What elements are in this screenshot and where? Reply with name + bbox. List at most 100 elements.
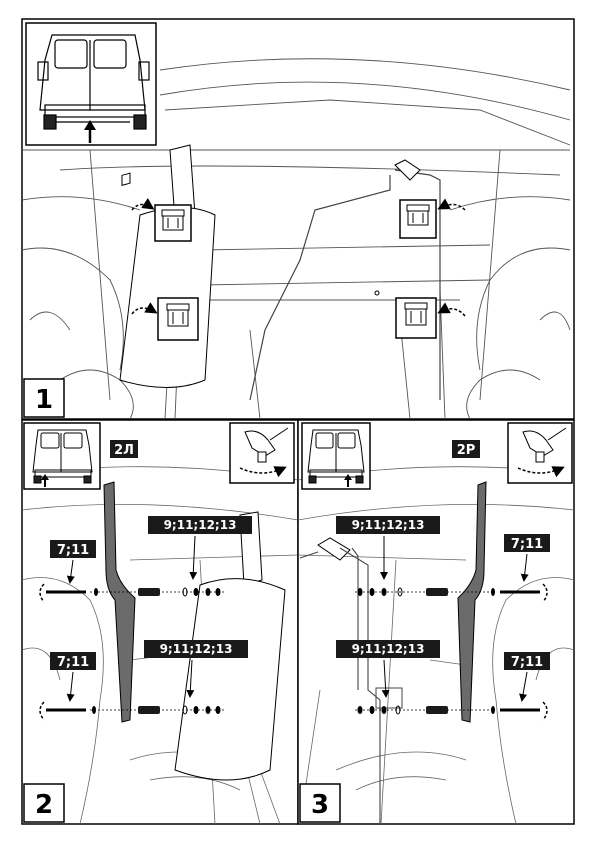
- leader-line: [520, 553, 529, 582]
- car-rear-inset: [23, 422, 101, 490]
- clip-icon: [161, 209, 185, 231]
- bracket-right: [457, 481, 487, 723]
- part-label-2p: 2P: [457, 443, 476, 458]
- fastener-label-upper: 9;11;12;13: [164, 518, 237, 532]
- spacer: [138, 706, 160, 714]
- spacer: [426, 706, 448, 714]
- lower-bolt-assembly: 7;11 9;11;12;13: [336, 640, 550, 721]
- bolt-label-upper: 7;11: [511, 537, 543, 552]
- panel-1: 1: [21, 18, 575, 420]
- car-rear-icon: [37, 34, 150, 130]
- clip-bottom-right: [395, 297, 466, 339]
- car-rear-icon: [307, 429, 365, 484]
- clip-top-left: [121, 172, 192, 242]
- step-number-3: 3: [311, 790, 329, 820]
- leader-line: [66, 559, 75, 584]
- nut: [357, 588, 363, 596]
- fastener-label-bg: [336, 640, 440, 658]
- pipe-mount: [375, 687, 403, 709]
- panel-3: 2P 7;11 9;11;12;13 7;11: [297, 419, 575, 825]
- spacer: [138, 588, 160, 596]
- step-badge-2: [23, 783, 65, 823]
- nut: [215, 706, 221, 714]
- hand-wrench-inset: [507, 422, 573, 484]
- bolt-label-bg: [504, 534, 550, 552]
- washer: [182, 705, 188, 715]
- rotate-arrow-icon: [517, 466, 565, 478]
- washer: [193, 706, 199, 714]
- leader-line: [66, 671, 75, 702]
- washer: [205, 706, 211, 714]
- car-rear-inset: [301, 422, 371, 490]
- fastener-label-upper: 9;11;12;13: [352, 518, 425, 532]
- car-rear-icon: [32, 429, 93, 484]
- lower-bolt-assembly: 7;11 9;11;12;13: [39, 640, 248, 721]
- fastener-label-bg: [148, 516, 252, 534]
- leader-line: [189, 535, 198, 580]
- washer: [397, 587, 403, 597]
- washer: [193, 588, 199, 596]
- panel-2: 2Л 7;11 9;11;12;13 7;11: [21, 419, 299, 825]
- bolt-label-upper: 7;11: [57, 543, 89, 558]
- part-label-2l-bg: [110, 440, 138, 458]
- hand-wrench-icon: [517, 427, 567, 478]
- part-label-2l: 2Л: [114, 443, 134, 458]
- fastener-label-lower: 9;11;12;13: [160, 642, 233, 656]
- nut: [357, 706, 363, 714]
- up-arrow-icon: [344, 474, 352, 487]
- washer: [381, 588, 387, 596]
- rotate-arrow-icon: [542, 583, 548, 603]
- fastener-label-bg: [336, 516, 440, 534]
- step-number-2: 2: [35, 790, 53, 820]
- slot: [121, 172, 131, 186]
- bolt-label-bg: [504, 652, 550, 670]
- leader-line: [186, 659, 195, 698]
- washer: [369, 588, 375, 596]
- hand-wrench-inset: [229, 422, 295, 484]
- bolt-label-lower: 7;11: [57, 655, 89, 670]
- washer: [381, 706, 387, 714]
- rotate-arrow-icon: [437, 302, 466, 317]
- washer: [182, 587, 188, 597]
- rotate-arrow-icon: [131, 302, 158, 315]
- clip-icon: [404, 302, 428, 326]
- fastener-label-bg: [144, 640, 248, 658]
- car-rear-inset: [25, 22, 157, 146]
- pipe-hanger: [317, 537, 351, 561]
- upper-bolt-assembly: 7;11 9;11;12;13: [39, 516, 252, 603]
- clip-bottom-left: [131, 297, 199, 341]
- bolt-hole: [374, 290, 380, 296]
- pipe-hanger: [394, 159, 421, 181]
- clip-icon: [406, 204, 430, 226]
- rotate-arrow-icon: [542, 701, 548, 721]
- clip-top-right: [399, 198, 466, 239]
- rotate-arrow-icon: [239, 466, 287, 478]
- rotate-arrow-icon: [437, 198, 466, 211]
- up-arrow-icon: [41, 474, 49, 487]
- step-badge-3: [299, 783, 341, 823]
- upper-bolt-assembly: 7;11 9;11;12;13: [336, 516, 550, 603]
- bracket-left: [103, 481, 136, 723]
- clip-icon: [166, 303, 190, 327]
- rotate-arrow-icon: [131, 198, 155, 211]
- hand-wrench-icon: [239, 427, 289, 478]
- washer: [205, 588, 211, 596]
- spacer: [426, 588, 448, 596]
- up-arrow-icon: [84, 120, 96, 143]
- bolt-label-lower: 7;11: [511, 655, 543, 670]
- nut: [215, 588, 221, 596]
- washer: [395, 705, 401, 715]
- step-number-1: 1: [35, 385, 53, 415]
- rotate-arrow-icon: [39, 583, 45, 603]
- step-badge-1: [23, 378, 65, 418]
- fastener-label-lower: 9;11;12;13: [352, 642, 425, 656]
- bolt-label-bg: [50, 652, 96, 670]
- part-label-2p-bg: [452, 440, 480, 458]
- bolt-label-bg: [50, 540, 96, 558]
- leader-line: [519, 671, 528, 702]
- rotate-arrow-icon: [39, 701, 45, 721]
- washer: [369, 706, 375, 714]
- leader-line: [381, 659, 390, 698]
